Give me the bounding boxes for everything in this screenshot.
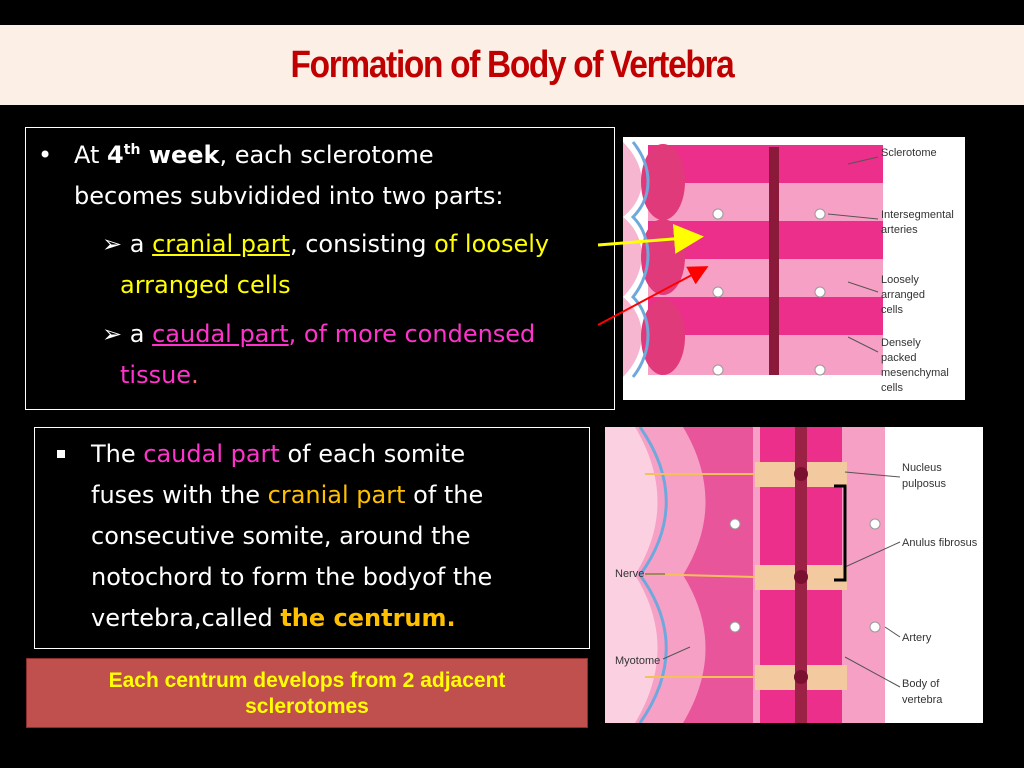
- label-nucleus: Nucleus: [902, 462, 942, 474]
- label-myotome: Myotome: [615, 655, 660, 667]
- label-intersegmental: Intersegmental: [881, 209, 954, 221]
- vertebra-body-diagram: Nucleus pulposus Anulus fibrosus Nerve A…: [605, 426, 983, 724]
- label-body-of: Body of: [902, 678, 940, 690]
- label-artery: Artery: [902, 632, 932, 644]
- centrum-line-1: The caudal part of each somite: [91, 440, 466, 468]
- vertebra-illustration: Nucleus pulposus Anulus fibrosus Nerve A…: [605, 426, 978, 724]
- title-bar: [0, 25, 1024, 105]
- text-box-centrum: The caudal part of each somite fuses wit…: [34, 427, 590, 649]
- line-subdivided: becomes subvidided into two parts:: [74, 182, 504, 210]
- label-cells-2: cells: [881, 382, 904, 394]
- centrum-line-5: vertebra,called the centrum.: [91, 604, 456, 632]
- label-densely: Densely: [881, 337, 921, 349]
- sub-item-caudal: ➢ a caudal part, of more condensed: [102, 320, 536, 348]
- line-4th-week: At 4th week, each sclerotome: [74, 141, 434, 169]
- label-mesenchymal: mesenchymal: [881, 367, 949, 379]
- label-sclerotome: Sclerotome: [881, 147, 937, 159]
- label-packed: packed: [881, 352, 916, 364]
- caudal-description-cont: tissue.: [120, 361, 199, 389]
- sclerotome-illustration: Sclerotome Intersegmental arteries Loose…: [623, 141, 954, 394]
- label-vertebra: vertebra: [902, 694, 943, 706]
- label-anulus-fibrosus: Anulus fibrosus: [902, 537, 978, 549]
- label-loosely: Loosely: [881, 274, 919, 286]
- label-cells-1: cells: [881, 304, 904, 316]
- centrum-term: the centrum.: [280, 604, 456, 632]
- caudal-part-term: caudal part: [152, 320, 289, 348]
- label-pulposus: pulposus: [902, 478, 947, 490]
- arrow-bullet-icon: ➢: [102, 320, 123, 348]
- sub-item-cranial: ➢ a cranial part, consisting of loosely: [102, 230, 550, 258]
- cranial-description: of loosely: [434, 230, 550, 258]
- cranial-description-cont: arranged cells: [120, 271, 291, 299]
- centrum-line-3: consecutive somite, around the: [91, 522, 471, 550]
- centrum-line-2: fuses with the cranial part of the: [91, 481, 484, 509]
- cranial-part-term: cranial part: [152, 230, 290, 258]
- square-bullet-icon: [57, 450, 65, 458]
- bullet: •: [38, 141, 53, 169]
- summary-banner: Each centrum develops from 2 adjacent sc…: [26, 658, 588, 728]
- arrow-bullet-icon: ➢: [102, 230, 123, 258]
- sclerotome-diagram: Sclerotome Intersegmental arteries Loose…: [623, 137, 965, 400]
- label-arranged: arranged: [881, 289, 925, 301]
- label-arteries: arteries: [881, 224, 918, 236]
- text-box-sclerotome: • At 4th week, each sclerotome becomes s…: [25, 127, 615, 410]
- centrum-line-4: notochord to form the bodyof the: [91, 563, 493, 591]
- label-nerve: Nerve: [615, 568, 644, 580]
- slide-title: Formation of Body of Vertebra: [290, 44, 735, 86]
- caudal-description: , of more condensed: [288, 320, 536, 348]
